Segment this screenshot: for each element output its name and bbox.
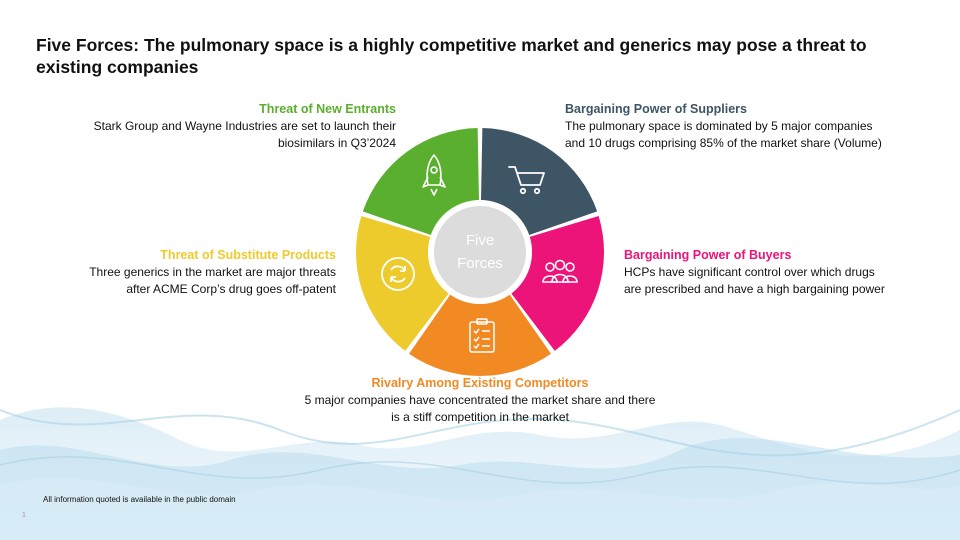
heading-buyers: Bargaining Power of Buyers	[624, 248, 792, 262]
footnote: All information quoted is available in t…	[43, 495, 236, 504]
desc-new-entrants-2: biosimilars in Q3’2024	[277, 136, 396, 150]
force-buyers: Bargaining Power of Buyers HCPs have sig…	[624, 247, 944, 298]
wave-background	[0, 407, 960, 540]
desc-suppliers-2: and 10 drugs comprising 85% of the marke…	[565, 136, 882, 150]
wheel-segment-substitutes	[356, 215, 449, 351]
force-rivalry: Rivalry Among Existing Competitors 5 maj…	[260, 375, 700, 426]
desc-substitutes-1: Three generics in the market are major t…	[89, 265, 336, 279]
five-forces-wheel: Five Forces	[356, 128, 604, 376]
heading-suppliers: Bargaining Power of Suppliers	[565, 102, 747, 116]
shopping-cart-icon	[508, 166, 545, 195]
force-suppliers: Bargaining Power of Suppliers The pulmon…	[565, 101, 935, 152]
force-new-entrants: Threat of New Entrants Stark Group and W…	[36, 101, 396, 152]
desc-rivalry-1: 5 major companies have concentrated the …	[304, 393, 656, 407]
desc-new-entrants-1: Stark Group and Wayne Industries are set…	[93, 119, 396, 133]
desc-substitutes-2: after ACME Corp’s drug goes off-patent	[126, 282, 336, 296]
heading-substitutes: Threat of Substitute Products	[160, 248, 336, 262]
desc-suppliers-1: The pulmonary space is dominated by 5 ma…	[565, 119, 873, 133]
wheel-segment-new-entrants	[362, 128, 480, 235]
cycle-icon	[381, 257, 415, 291]
desc-buyers-1: HCPs have significant control over which…	[624, 265, 875, 279]
rocket-icon	[422, 154, 446, 196]
center-label-line1: Five	[466, 232, 494, 249]
wheel-segment-rivalry	[409, 294, 551, 376]
center-circle	[434, 206, 526, 298]
desc-rivalry-2: is a stiff competition in the market	[391, 410, 569, 424]
wheel-segment-suppliers	[480, 128, 598, 235]
center-label-line2: Forces	[457, 255, 503, 272]
heading-new-entrants: Threat of New Entrants	[259, 102, 396, 116]
page-title: Five Forces: The pulmonary space is a hi…	[36, 35, 867, 77]
page-number: 1	[22, 512, 26, 519]
force-substitutes: Threat of Substitute Products Three gene…	[36, 247, 336, 298]
people-icon	[542, 259, 578, 283]
checklist-icon	[469, 318, 495, 353]
wheel-segment-buyers	[511, 215, 604, 351]
heading-rivalry: Rivalry Among Existing Competitors	[371, 376, 589, 390]
desc-buyers-2: are prescribed and have a high bargainin…	[624, 282, 885, 296]
